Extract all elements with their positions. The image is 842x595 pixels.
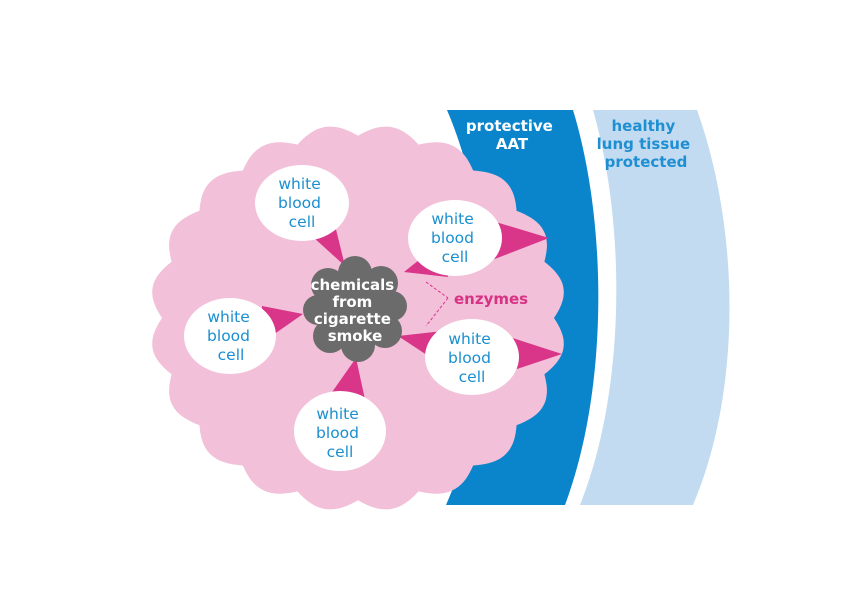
- lung-label-line-3: protected: [605, 153, 688, 171]
- lung-label-line-1: healthy: [612, 117, 676, 135]
- white-blood-cell-top-right: [408, 200, 502, 276]
- white-blood-cell-bottom: [294, 391, 386, 471]
- chemicals-label: chemicals from cigarette smoke: [311, 276, 400, 345]
- white-blood-cell-label-bottom-right: white blood cell: [448, 330, 496, 386]
- white-blood-cell-label-bottom: white blood cell: [316, 405, 364, 461]
- chemicals-label-line-1: chemicals: [311, 276, 395, 294]
- white-blood-cell-label-top-right: white blood cell: [431, 210, 479, 266]
- enzymes-label: enzymes: [454, 290, 528, 308]
- white-blood-cell-label-top-left: white blood cell: [278, 175, 326, 231]
- lung-tissue-band: [580, 110, 730, 505]
- chemicals-label-line-3: cigarette: [314, 310, 391, 328]
- white-blood-cell-label-left: white blood cell: [207, 308, 255, 364]
- white-blood-cell-top-left: [255, 165, 349, 241]
- chemicals-label-line-2: from: [332, 293, 372, 311]
- enzymes-pointer: [425, 281, 449, 327]
- aat-label: protective AAT: [466, 117, 558, 153]
- chemicals-cloud: [303, 256, 407, 362]
- lung-label: healthy lung tissue protected: [597, 117, 696, 171]
- white-blood-cell-bottom-right: [425, 319, 519, 395]
- aat-label-line-1: protective: [466, 117, 553, 135]
- chemicals-label-line-4: smoke: [328, 327, 383, 345]
- lung-label-line-2: lung tissue: [597, 135, 690, 153]
- white-blood-cell-left: [184, 298, 276, 374]
- aat-label-line-2: AAT: [496, 135, 529, 153]
